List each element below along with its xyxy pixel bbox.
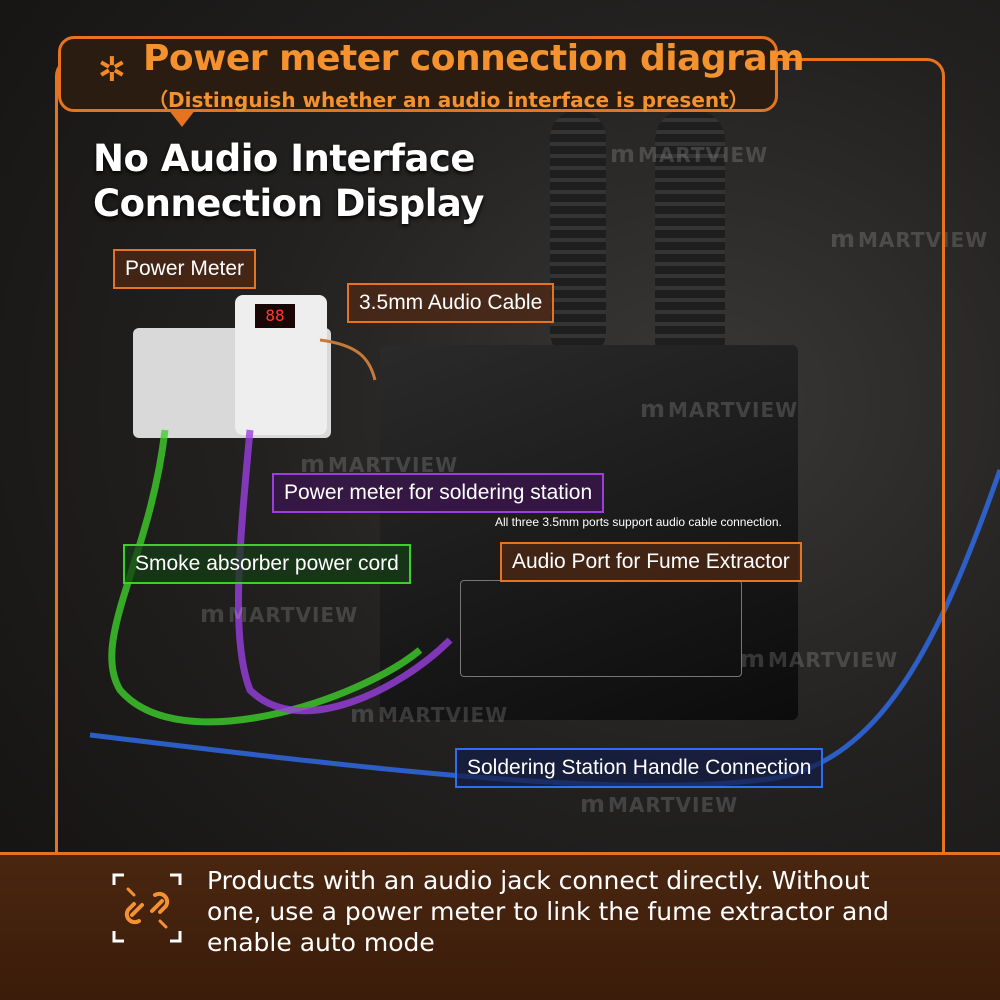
page-title: Power meter connection diagram <box>143 38 805 79</box>
watermark: mMARTVIEW <box>740 645 899 673</box>
label-smoke-cord: Smoke absorber power cord <box>123 544 411 584</box>
label-power-meter: Power Meter <box>113 249 257 289</box>
fume-pipe-left <box>550 110 606 360</box>
ports-note: All three 3.5mm ports support audio cabl… <box>495 515 782 529</box>
label-handle-connection: Soldering Station Handle Connection <box>455 748 824 788</box>
footer-text-line2: one, use a power meter to link the fume … <box>207 897 889 926</box>
header-pointer <box>168 109 196 127</box>
watermark: mMARTVIEW <box>580 790 739 818</box>
broken-link-icon <box>112 873 182 943</box>
watermark: mMARTVIEW <box>610 140 769 168</box>
page-subtitle: （Distinguish whether an audio interface … <box>148 88 749 112</box>
fume-pipe-right <box>655 110 725 370</box>
watermark: mMARTVIEW <box>350 700 509 728</box>
sparkle-icon: ✲ <box>97 50 127 90</box>
label-audio-port: Audio Port for Fume Extractor <box>500 542 802 582</box>
label-meter-for-station: Power meter for soldering station <box>272 473 605 513</box>
watermark: mMARTVIEW <box>200 600 359 628</box>
section-heading-line1: No Audio Interface <box>93 137 475 180</box>
meter-display: 88 <box>255 304 295 328</box>
watermark: mMARTVIEW <box>640 395 799 423</box>
label-audio-cable: 3.5mm Audio Cable <box>347 283 555 323</box>
footer-text-line1: Products with an audio jack connect dire… <box>207 866 870 895</box>
header-banner <box>58 36 778 112</box>
fume-extractor <box>380 345 798 720</box>
watermark: mMARTVIEW <box>830 225 989 253</box>
section-heading-line2: Connection Display <box>93 182 484 225</box>
footer-text-line3: enable auto mode <box>207 928 435 957</box>
